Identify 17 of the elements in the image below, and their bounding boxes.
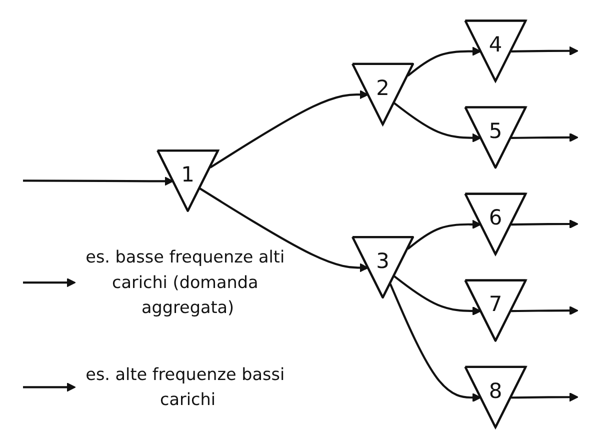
arrow xyxy=(389,284,482,402)
arrow xyxy=(23,176,174,186)
arrow xyxy=(23,278,76,288)
arrow xyxy=(407,46,482,77)
arrow xyxy=(394,275,482,316)
arrow xyxy=(394,102,482,142)
arrow xyxy=(511,46,578,56)
node-text: es. alte frequenze bassi carichi xyxy=(86,364,285,410)
arrow xyxy=(511,392,578,402)
arrow xyxy=(511,132,578,142)
arrow xyxy=(210,90,369,168)
arrow xyxy=(23,382,76,392)
arrow xyxy=(511,306,578,316)
node-text: es. basse frequenze alti carichi (domanda aggregata) xyxy=(86,247,285,318)
arrow xyxy=(199,188,369,272)
arrow xyxy=(511,219,578,229)
arrow xyxy=(407,220,482,250)
